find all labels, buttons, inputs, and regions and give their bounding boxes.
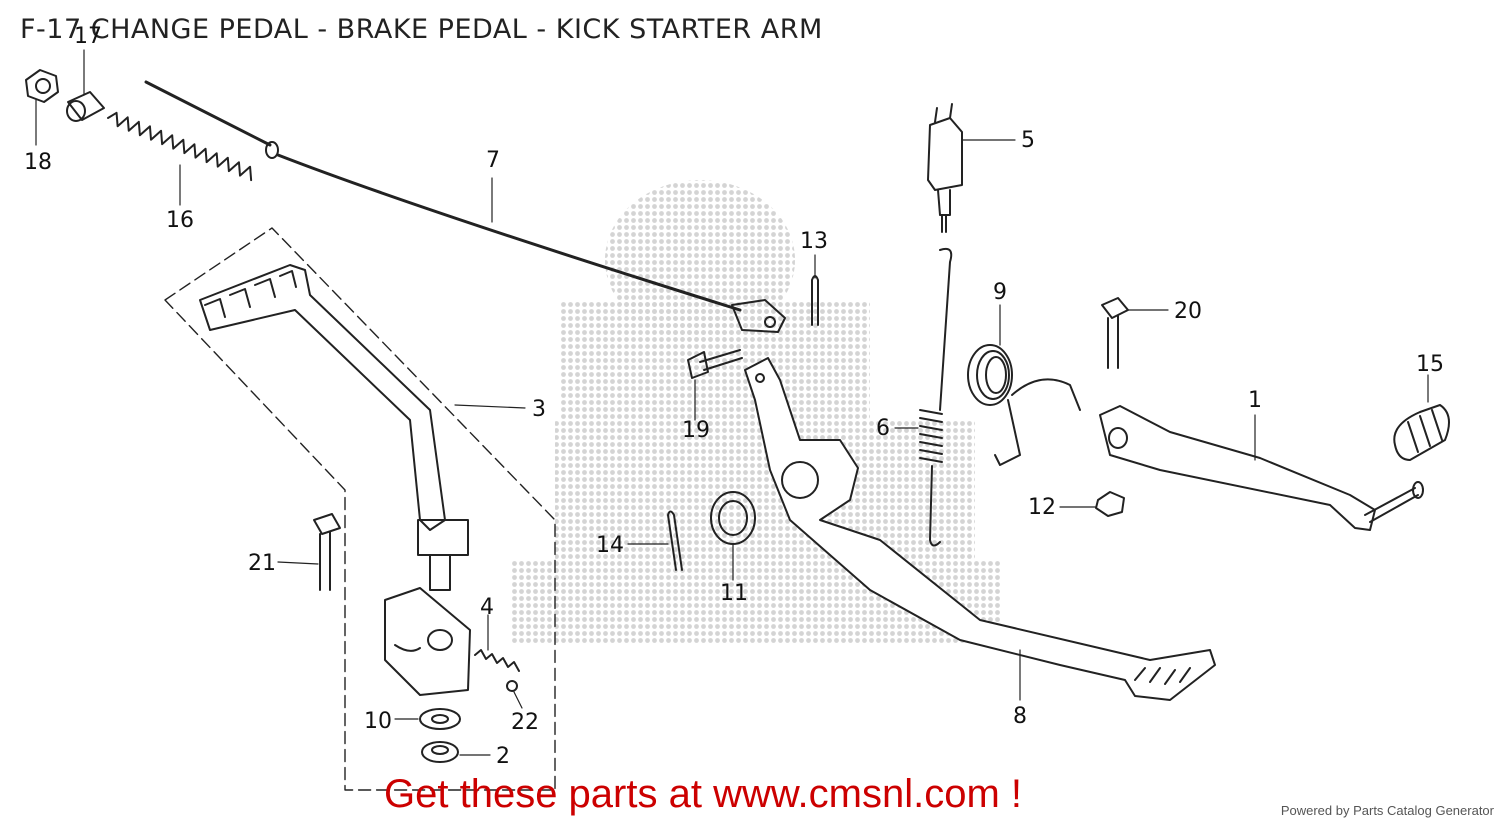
part-11-seal [710, 491, 756, 581]
part-19-pin [687, 349, 743, 421]
part-15-rubber [1393, 374, 1450, 461]
callout-21: 21 [248, 551, 276, 576]
part-8-brake-pedal [744, 357, 1216, 701]
part-10-washer [394, 708, 461, 730]
part-4-spring [474, 614, 520, 672]
callout-2: 2 [496, 744, 510, 769]
callout-4: 4 [480, 595, 494, 620]
callout-9: 9 [993, 280, 1007, 305]
callout-11: 11 [720, 581, 748, 606]
callout-13: 13 [800, 229, 828, 254]
callout-1: 1 [1248, 388, 1262, 413]
callout-7: 7 [486, 148, 500, 173]
callout-19: 19 [682, 418, 710, 443]
callout-10: 10 [364, 709, 392, 734]
callout-3: 3 [532, 397, 546, 422]
callout-20: 20 [1174, 299, 1202, 324]
callout-17: 17 [74, 24, 102, 49]
kick-arm-boss [384, 587, 471, 696]
part-14-pin [627, 510, 683, 571]
part-7-cable [144, 80, 786, 333]
part-3-kick-starter-arm [164, 227, 556, 791]
part-1-change-pedal [1099, 405, 1424, 531]
part-2-washer [421, 741, 491, 763]
part-17-collar [66, 49, 105, 122]
callout-14: 14 [596, 533, 624, 558]
part-21-bolt [277, 513, 341, 591]
callout-12: 12 [1028, 495, 1056, 520]
callout-5: 5 [1021, 128, 1035, 153]
callout-22: 22 [511, 710, 539, 735]
part-5-stop-switch [927, 103, 1016, 233]
cta-link[interactable]: Get these parts at www.cmsnl.com ! [384, 772, 1022, 816]
callout-15: 15 [1416, 352, 1444, 377]
part-6-spring [894, 247, 953, 547]
watermark-logo [510, 180, 1000, 645]
part-22-ball [506, 680, 523, 709]
page-title: F-17 CHANGE PEDAL - BRAKE PEDAL - KICK S… [20, 14, 823, 45]
callout-8: 8 [1013, 704, 1027, 729]
part-12-nut [1059, 491, 1125, 517]
part-13-cotter-pin [811, 254, 819, 326]
part-18-nut [25, 69, 59, 146]
callout-6: 6 [876, 416, 890, 441]
part-20-bolt [1101, 297, 1169, 369]
callout-18: 18 [24, 150, 52, 175]
part-9-torsion-spring [967, 304, 1081, 466]
credit-text: Powered by Parts Catalog Generator [1280, 803, 1494, 818]
part-16-spring [107, 111, 253, 206]
callout-16: 16 [166, 208, 194, 233]
